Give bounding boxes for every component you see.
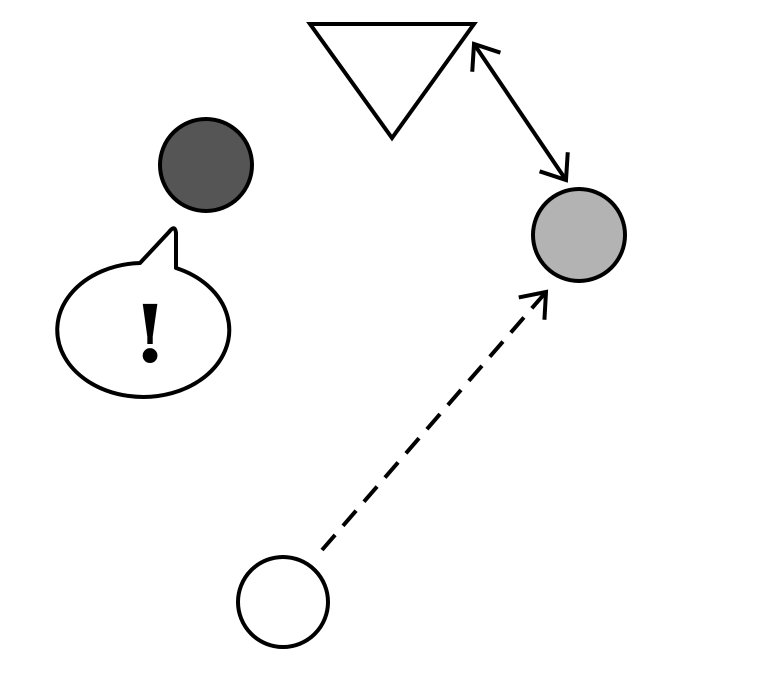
speech-bubble: ! <box>55 226 232 399</box>
light-gray-circle <box>531 187 627 283</box>
dark-gray-circle <box>158 117 254 213</box>
inverted-triangle <box>306 22 478 142</box>
double-headed-arrow <box>470 41 570 183</box>
exclamation-mark: ! <box>132 287 167 381</box>
white-circle <box>236 555 330 649</box>
dashed-arrow <box>320 289 549 552</box>
